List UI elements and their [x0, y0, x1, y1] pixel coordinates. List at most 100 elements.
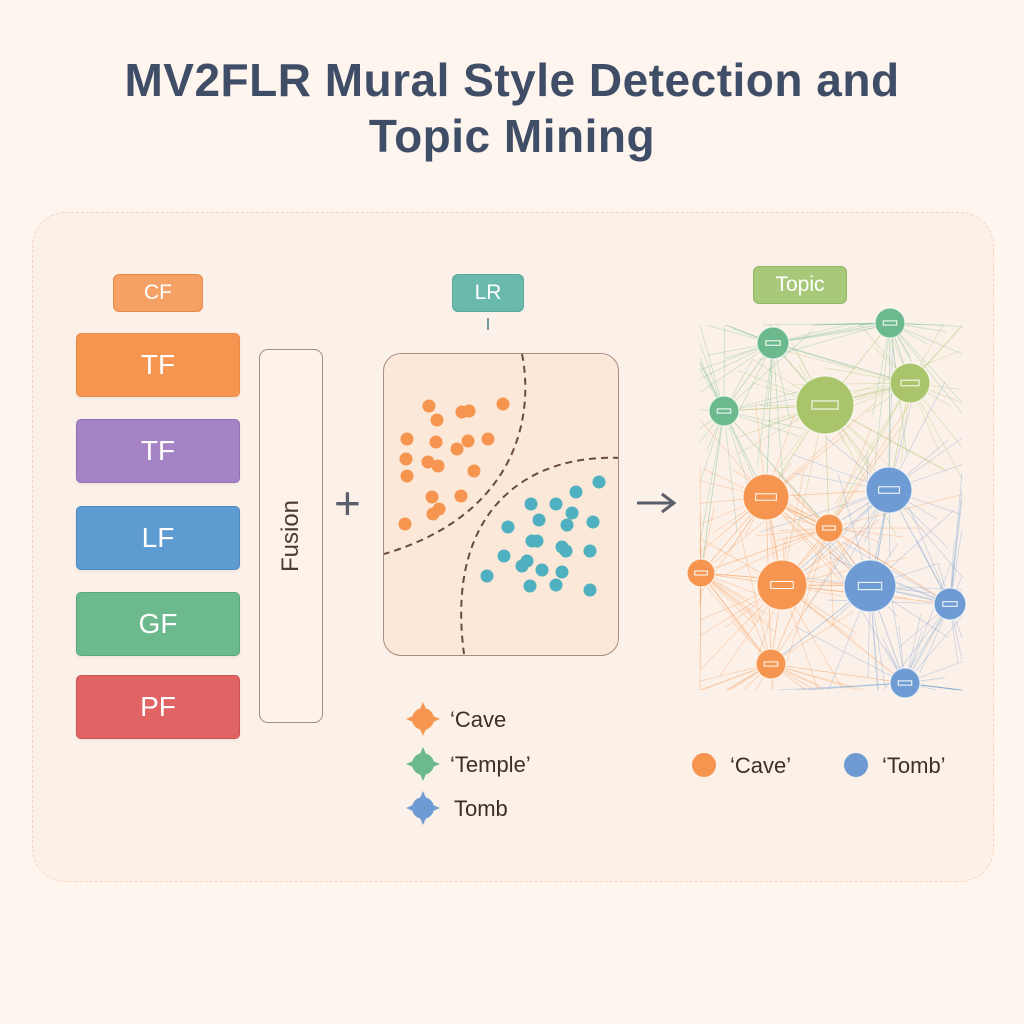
cave-point [431, 459, 445, 473]
network-edge [756, 342, 774, 467]
topic-tag: Topic [753, 266, 847, 304]
cave-boundary [384, 354, 527, 555]
feature-label: LF [141, 522, 175, 553]
tomb-point [525, 534, 539, 548]
cave-point [399, 452, 413, 466]
network-edge [781, 584, 906, 684]
feature-block-pf: PF [76, 675, 240, 739]
topic-tag-label: Topic [775, 273, 825, 296]
tomb-point [559, 544, 573, 558]
scatter-plot [383, 353, 619, 656]
network-edge [770, 610, 855, 665]
cf-tag: CF [113, 274, 203, 312]
network-edge [699, 465, 702, 574]
network-edge [699, 572, 702, 691]
network-edge [874, 322, 891, 468]
lr-connector-tick [487, 318, 489, 330]
cave-point [461, 434, 475, 448]
network-edge [807, 682, 906, 691]
node-glyph-icon [857, 581, 883, 591]
tomb-point [583, 544, 597, 558]
cave-point [430, 413, 444, 427]
feature-block-gf: GF [76, 592, 240, 656]
network-edge [700, 527, 830, 574]
tomb-node [865, 466, 913, 514]
cave-point [467, 464, 481, 478]
cave-point [454, 489, 468, 503]
network-edge [723, 410, 738, 532]
page-title: MV2FLR Mural Style Detection and Topic M… [0, 52, 1024, 164]
network-edge [828, 527, 951, 605]
cave-point [400, 469, 414, 483]
network-edge [723, 410, 830, 529]
tomb-point [515, 559, 529, 573]
scatter-legend-temple: ‘Temple’ [450, 752, 531, 777]
network-edge [700, 572, 772, 665]
feature-block-tf-1: TF [76, 333, 240, 397]
tomb-point [592, 475, 606, 489]
cave-point [425, 490, 439, 504]
network-edge [765, 402, 876, 498]
feature-block-tf-2: TF [76, 419, 240, 483]
tomb-node [933, 587, 967, 621]
network-edge [889, 322, 963, 414]
network-edge [796, 682, 906, 691]
cave-point [450, 442, 464, 456]
tomb-node [889, 667, 921, 699]
network-edge [828, 382, 911, 529]
network-edge [908, 506, 951, 605]
topic-legend-tomb: ‘Tomb’ [882, 753, 946, 778]
cave-node [756, 559, 808, 611]
plus-operator: + [334, 477, 361, 529]
network-edge [700, 410, 725, 574]
network-edge [772, 324, 894, 344]
network-edge [828, 427, 901, 529]
cf-tag-label: CF [144, 281, 172, 304]
network-edge [699, 572, 702, 668]
cave-node [814, 513, 844, 543]
cave-point [426, 507, 440, 521]
scatter-legend-tomb: Tomb [454, 796, 508, 821]
node-glyph-icon [897, 680, 913, 686]
network-edge [835, 382, 911, 505]
network-edge [888, 322, 891, 491]
topic-node-center [795, 375, 855, 435]
title-line-1: MV2FLR Mural Style Detection and [124, 54, 900, 106]
tomb-point [569, 485, 583, 499]
network-edge [889, 322, 963, 403]
cave-node [742, 473, 790, 521]
network-edge [949, 498, 963, 605]
network-edge [841, 541, 951, 605]
network-edge [795, 626, 906, 684]
tomb-point [555, 565, 569, 579]
scatter-legend-cave: ‘Cave [450, 707, 507, 732]
title-line-2: Topic Mining [368, 110, 656, 162]
network-edge [949, 490, 963, 605]
node-glyph-icon [878, 486, 900, 494]
network-edge [949, 473, 963, 605]
network-edge [772, 342, 911, 384]
node-glyph-icon [942, 601, 958, 607]
temple-node [874, 307, 906, 339]
network-edge [785, 527, 830, 666]
network-edge [779, 682, 906, 691]
scatter-plot-canvas [384, 354, 618, 655]
network-edge [904, 563, 952, 684]
network-edge [828, 428, 872, 529]
network-edge [770, 663, 865, 691]
feature-block-lf: LF [76, 506, 240, 570]
tomb-point [524, 497, 538, 511]
tomb-boundary [460, 456, 618, 655]
temple-node [756, 326, 790, 360]
cave-point [429, 435, 443, 449]
tomb-point [497, 549, 511, 563]
tomb-point [583, 583, 597, 597]
node-glyph-icon [882, 320, 898, 326]
network-edge [828, 527, 834, 626]
network-edge [828, 402, 911, 529]
node-glyph-icon [763, 661, 779, 667]
feature-label: GF [138, 608, 178, 639]
network-edge [804, 489, 890, 612]
feature-label: TF [140, 435, 176, 466]
